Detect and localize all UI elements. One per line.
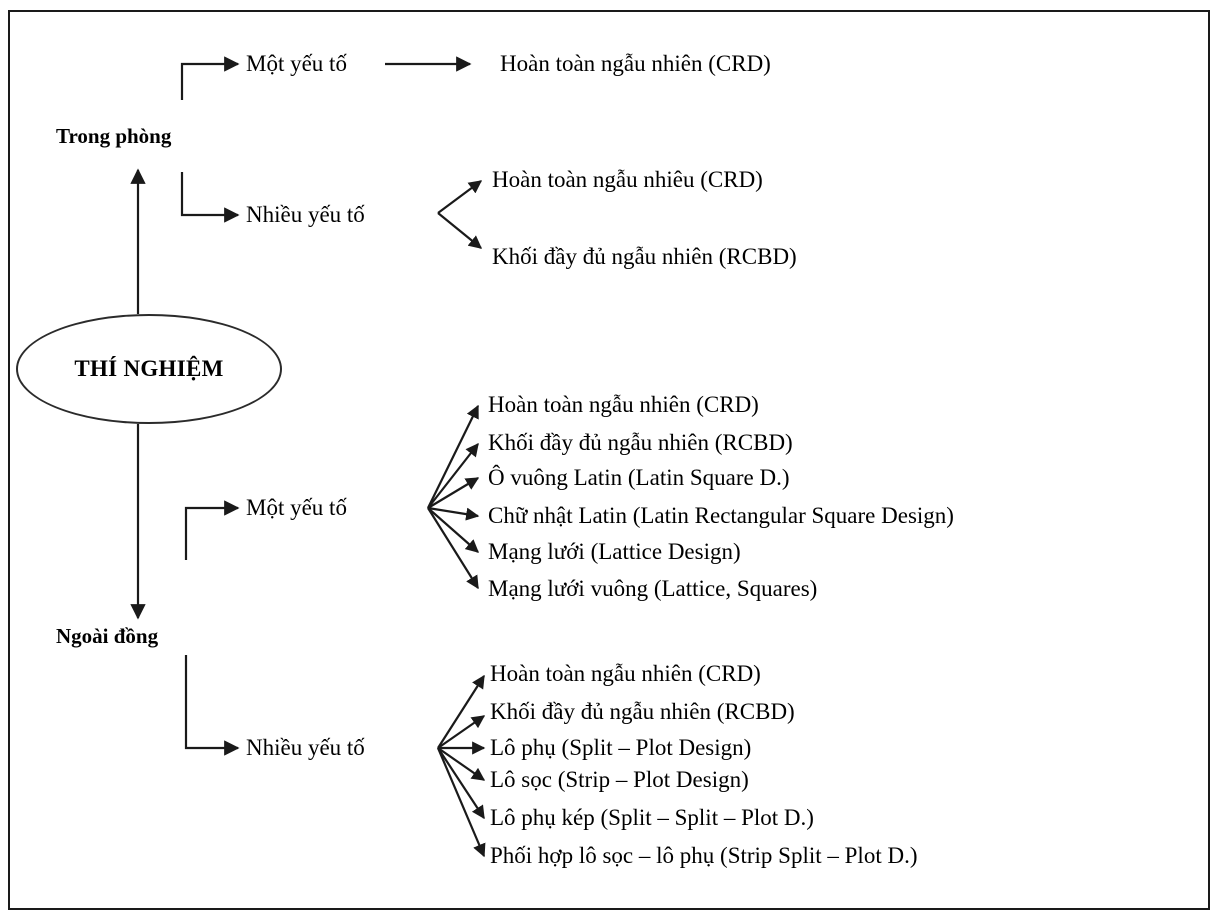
group-label-field-one-factor: Một yếu tố — [246, 495, 347, 520]
leaf-field-multi-factor-1: Hoàn toàn ngẫu nhiên (CRD) — [490, 661, 761, 686]
leaf-field-multi-factor-6: Phối hợp lô sọc – lô phụ (Strip Split – … — [490, 843, 918, 868]
leaf-field-multi-factor-5: Lô phụ kép (Split – Split – Plot D.) — [490, 805, 814, 830]
leaf-field-one-factor-1: Hoàn toàn ngẫu nhiên (CRD) — [488, 392, 759, 417]
leaf-room-multi-factor-1: Hoàn toàn ngẫu nhiêu (CRD) — [492, 167, 763, 192]
group-label-room-multi-factor: Nhiều yếu tố — [246, 202, 365, 227]
root-label: THÍ NGHIỆM — [74, 356, 224, 381]
leaf-field-multi-factor-2: Khối đầy đủ ngẫu nhiên (RCBD) — [490, 699, 795, 724]
branch-label-ngoai-dong: Ngoài đồng — [56, 624, 159, 648]
leaf-field-one-factor-4: Chữ nhật Latin (Latin Rectangular Square… — [488, 503, 954, 528]
group-label-room-one-factor: Một yếu tố — [246, 51, 347, 76]
branch-label-trong-phong: Trong phòng — [56, 124, 172, 148]
group-label-field-multi-factor: Nhiều yếu tố — [246, 735, 365, 760]
root-node-ellipse: THÍ NGHIỆM — [16, 314, 282, 424]
leaf-field-one-factor-5: Mạng lưới (Lattice Design) — [488, 539, 741, 564]
leaf-field-one-factor-2: Khối đầy đủ ngẫu nhiên (RCBD) — [488, 430, 793, 455]
diagram-border-frame — [8, 10, 1210, 910]
leaf-room-multi-factor-2: Khối đầy đủ ngẫu nhiên (RCBD) — [492, 244, 797, 269]
leaf-field-one-factor-6: Mạng lưới vuông (Lattice, Squares) — [488, 576, 818, 601]
leaf-field-multi-factor-3: Lô phụ (Split – Plot Design) — [490, 735, 752, 760]
leaf-field-multi-factor-4: Lô sọc (Strip – Plot Design) — [490, 767, 749, 792]
leaf-field-one-factor-3: Ô vuông Latin (Latin Square D.) — [488, 465, 790, 490]
leaf-room-one-factor-1: Hoàn toàn ngẫu nhiên (CRD) — [500, 51, 771, 76]
